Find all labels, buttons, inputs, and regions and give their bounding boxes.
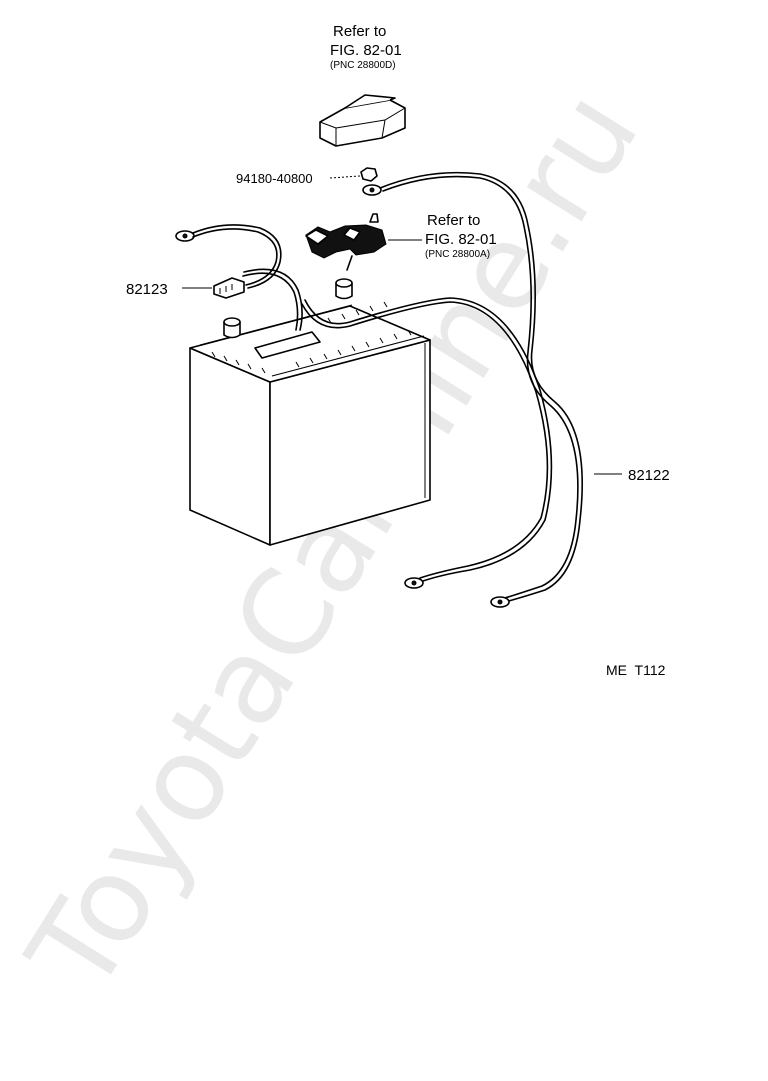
terminal-cover: [319, 94, 406, 147]
nut: [360, 167, 378, 182]
negative-terminal-post: [223, 317, 241, 339]
clamp-ref-line2: FIG. 82-01: [425, 231, 497, 248]
clamp-ref-line1: Refer to: [427, 212, 480, 229]
leader-lines: [182, 175, 622, 475]
lower-cable: [301, 297, 553, 589]
positive-terminal-post: [335, 278, 353, 300]
terminal-clamp: [305, 213, 387, 271]
positive-cable-part-number: 82122: [628, 467, 670, 484]
figure-code: ME T112: [606, 662, 666, 678]
negative-cable-part-number: 82123: [126, 281, 168, 298]
nut-part-number: 94180-40800: [236, 171, 313, 186]
callout-terminal-cover: Refer to FIG. 82-01 (PNC 28800D): [330, 23, 402, 71]
watermark: ToyotaCarMine.ru: [1, 68, 665, 1016]
battery: [189, 278, 431, 546]
cell-caps: [211, 301, 412, 374]
clamp-ref-pnc: (PNC 28800A): [425, 249, 490, 260]
cover-ref-pnc: (PNC 28800D): [330, 60, 396, 71]
cover-ref-line1: Refer to: [333, 23, 386, 40]
cover-ref-line2: FIG. 82-01: [330, 42, 402, 59]
negative-cable: [175, 224, 303, 331]
callout-terminal-clamp: Refer to FIG. 82-01 (PNC 28800A): [425, 212, 497, 260]
